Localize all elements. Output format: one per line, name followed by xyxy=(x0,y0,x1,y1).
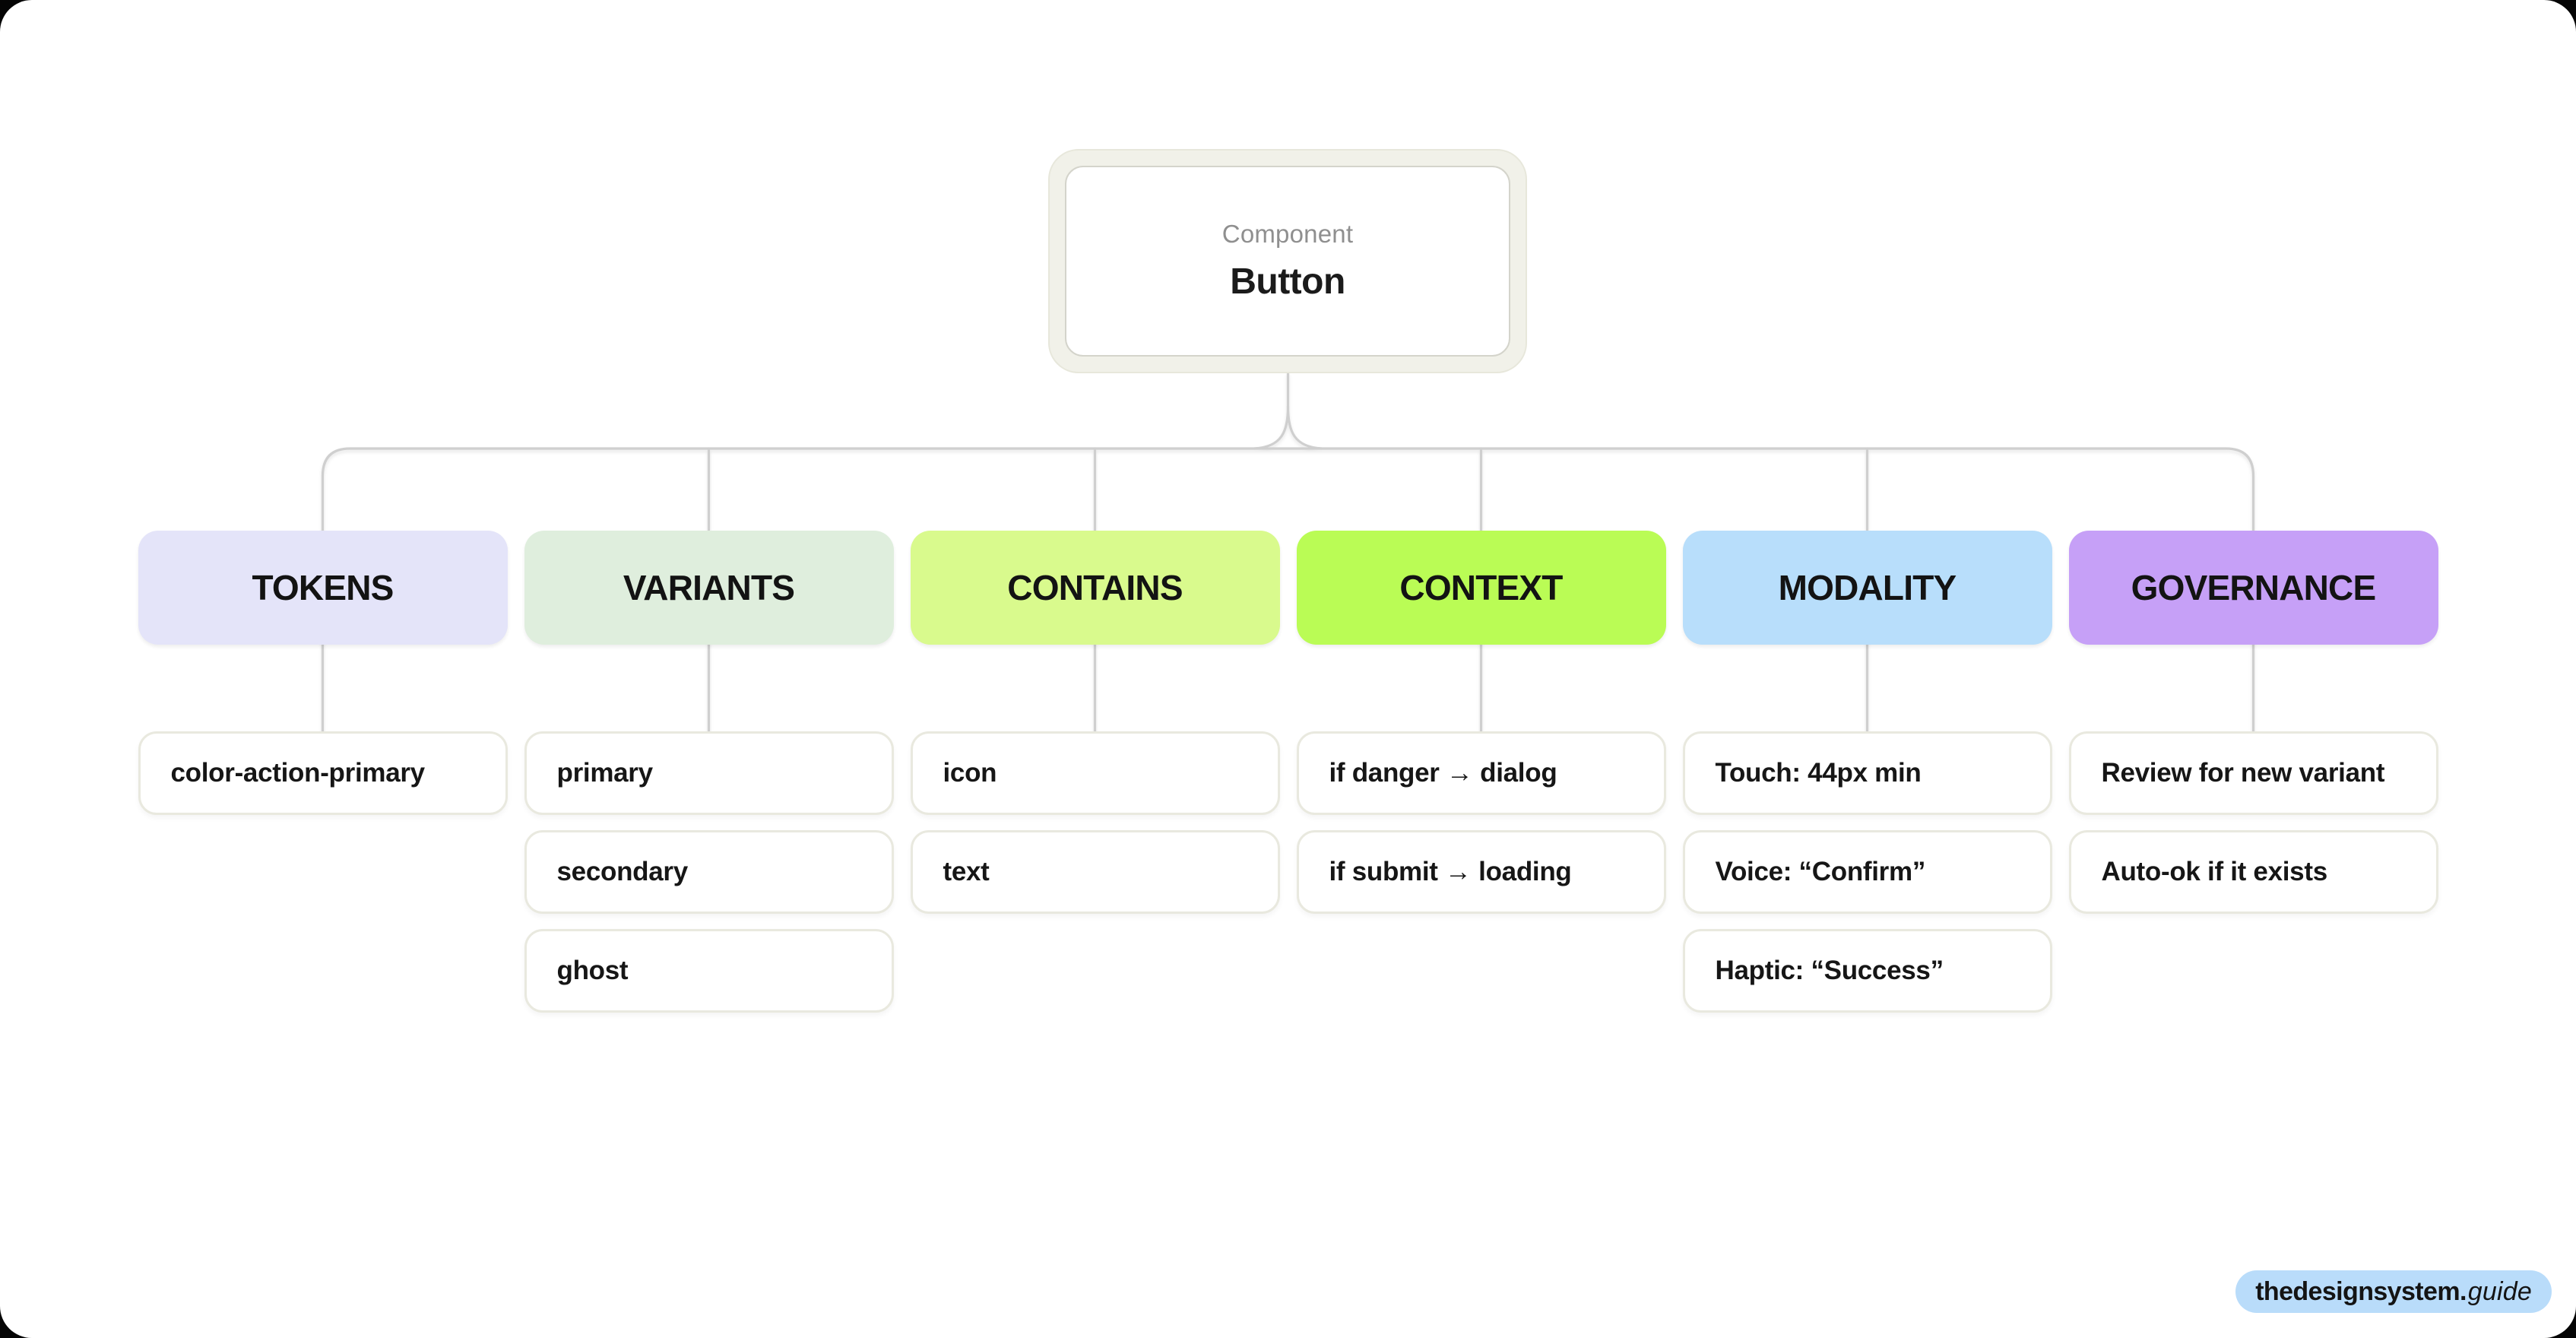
leaf-node: Haptic: “Success” xyxy=(1682,929,2052,1013)
root-node-inner: Component Button xyxy=(1065,166,1510,357)
category-header: VARIANTS xyxy=(524,531,894,645)
brand-badge-name: thedesignsystem. xyxy=(2255,1276,2467,1306)
leaf-label: ghost xyxy=(556,956,629,985)
category-label: CONTAINS xyxy=(1007,568,1183,607)
root-node: Component Button xyxy=(1048,149,1527,373)
leaf-label: if submit → loading xyxy=(1329,857,1572,886)
category-label: MODALITY xyxy=(1778,568,1957,607)
category-column: VARIANTS primary secondary ghost xyxy=(524,531,894,1013)
root-stem-line-right xyxy=(1286,405,1323,450)
category-leaves: Review for new variant Auto-ok if it exi… xyxy=(2068,731,2438,914)
leaf-label: Haptic: “Success” xyxy=(1715,956,1944,985)
leaf-label: text xyxy=(943,857,990,886)
leaf-label: primary xyxy=(556,758,654,788)
leaf-node: text xyxy=(910,830,1280,914)
leaf-node: Voice: “Confirm” xyxy=(1682,830,2052,914)
category-label: VARIANTS xyxy=(623,568,795,607)
category-column: MODALITY Touch: 44px min Voice: “Confirm… xyxy=(1682,531,2052,1013)
category-label: GOVERNANCE xyxy=(2131,568,2377,607)
leaf-node: primary xyxy=(524,731,894,815)
category-leaves: if danger → dialog if submit → loading xyxy=(1296,731,1666,914)
leaf-label: color-action-primary xyxy=(170,758,426,788)
category-column: TOKENS color-action-primary xyxy=(138,531,508,1013)
brand-badge[interactable]: thedesignsystem.guide xyxy=(2235,1270,2552,1313)
category-header: MODALITY xyxy=(1682,531,2052,645)
leaf-label: Touch: 44px min xyxy=(1715,758,1922,788)
leaf-label: Auto-ok if it exists xyxy=(2101,857,2328,886)
category-label: CONTEXT xyxy=(1399,568,1563,607)
category-header: CONTEXT xyxy=(1296,531,1666,645)
category-header: TOKENS xyxy=(138,531,508,645)
branch-rail xyxy=(321,447,2255,734)
category-column: CONTAINS icon text xyxy=(910,531,1280,1013)
brand-badge-suffix: guide xyxy=(2467,1276,2532,1306)
leaf-label: icon xyxy=(943,758,997,788)
leaf-label: if danger → dialog xyxy=(1329,758,1557,788)
leaf-node: ghost xyxy=(524,929,894,1013)
category-header: CONTAINS xyxy=(910,531,1280,645)
leaf-label: Voice: “Confirm” xyxy=(1715,857,1926,886)
category-columns: TOKENS color-action-primary VARIANTS pri… xyxy=(138,531,2438,1013)
category-leaves: color-action-primary xyxy=(138,731,508,815)
root-node-eyebrow: Component xyxy=(1221,220,1354,248)
leaf-node: if danger → dialog xyxy=(1296,731,1666,815)
leaf-node: Touch: 44px min xyxy=(1682,731,2052,815)
category-leaves: icon text xyxy=(910,731,1280,914)
category-header: GOVERNANCE xyxy=(2068,531,2438,645)
category-leaves: primary secondary ghost xyxy=(524,731,894,1013)
category-column: GOVERNANCE Review for new variant Auto-o… xyxy=(2068,531,2438,1013)
leaf-label: Review for new variant xyxy=(2101,758,2385,788)
leaf-node: Auto-ok if it exists xyxy=(2068,830,2438,914)
leaf-node: icon xyxy=(910,731,1280,815)
leaf-node: if submit → loading xyxy=(1296,830,1666,914)
root-stem-line xyxy=(1253,372,1290,450)
leaf-node: Review for new variant xyxy=(2068,731,2438,815)
leaf-node: color-action-primary xyxy=(138,731,508,815)
category-column: CONTEXT if danger → dialog if submit → l… xyxy=(1296,531,1666,1013)
root-node-title: Button xyxy=(1230,262,1345,302)
category-label: TOKENS xyxy=(252,568,394,607)
category-leaves: Touch: 44px min Voice: “Confirm” Haptic:… xyxy=(1682,731,2052,1013)
leaf-node: secondary xyxy=(524,830,894,914)
leaf-label: secondary xyxy=(556,857,689,886)
